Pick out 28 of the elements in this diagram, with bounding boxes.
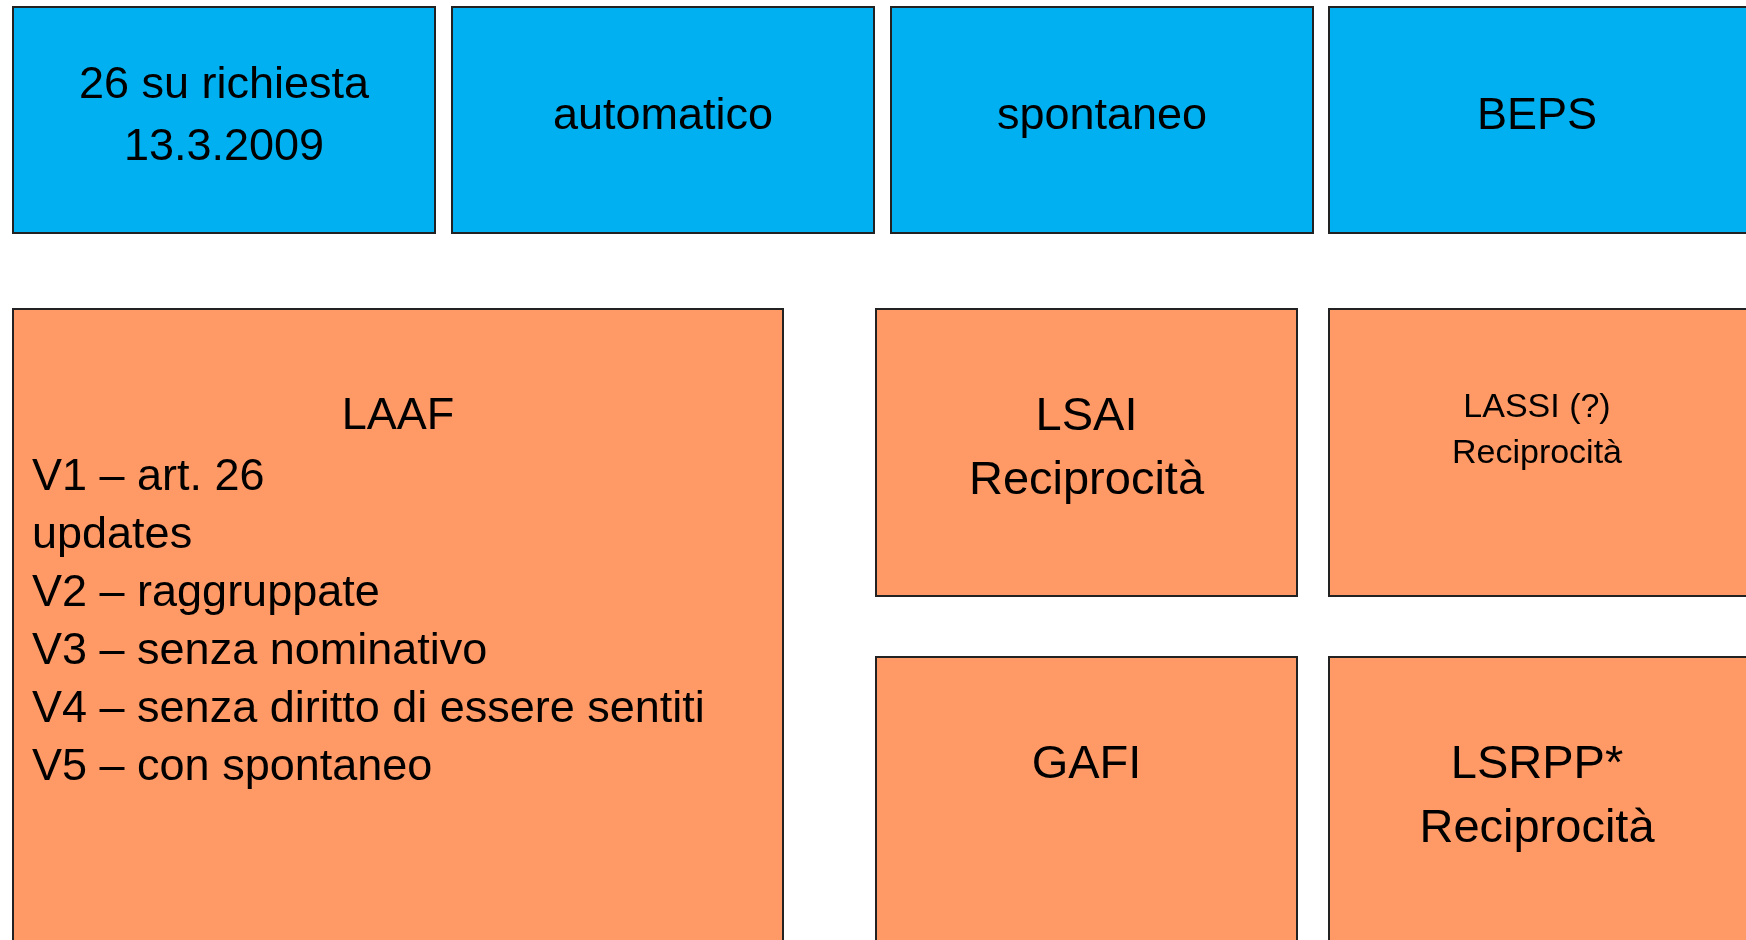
box-subtitle: 13.3.2009 (122, 118, 326, 172)
box-title: spontaneo (995, 87, 1209, 141)
list-item: V4 – senza diritto di essere sentiti (31, 680, 706, 734)
box-subtitle: Reciprocità (1418, 798, 1656, 854)
box-title: LSRPP* (1449, 734, 1625, 790)
list-item: V1 – art. 26 (31, 448, 266, 502)
law-box (875, 656, 1298, 940)
law-box (1328, 308, 1746, 597)
box-title: BEPS (1475, 87, 1599, 141)
list-item: updates (31, 506, 194, 560)
box-title: LSAI (1034, 386, 1139, 442)
box-title: GAFI (1030, 734, 1143, 790)
list-item: V3 – senza nominativo (31, 622, 489, 676)
category-box (12, 6, 436, 234)
law-box (1328, 656, 1746, 940)
box-title: 26 su richiesta (77, 56, 371, 110)
category-box (1328, 6, 1746, 234)
law-box (12, 308, 784, 940)
category-box (451, 6, 875, 234)
box-subtitle: Reciprocità (967, 450, 1206, 506)
box-title: automatico (551, 87, 775, 141)
list-item: V2 – raggruppate (31, 564, 381, 618)
law-box (875, 308, 1298, 597)
box-subtitle: Reciprocità (1450, 431, 1624, 472)
box-title: LASSI (?) (1462, 385, 1612, 426)
list-item: V5 – con spontaneo (31, 738, 434, 792)
box-title: LAAF (340, 387, 456, 441)
category-box (890, 6, 1314, 234)
